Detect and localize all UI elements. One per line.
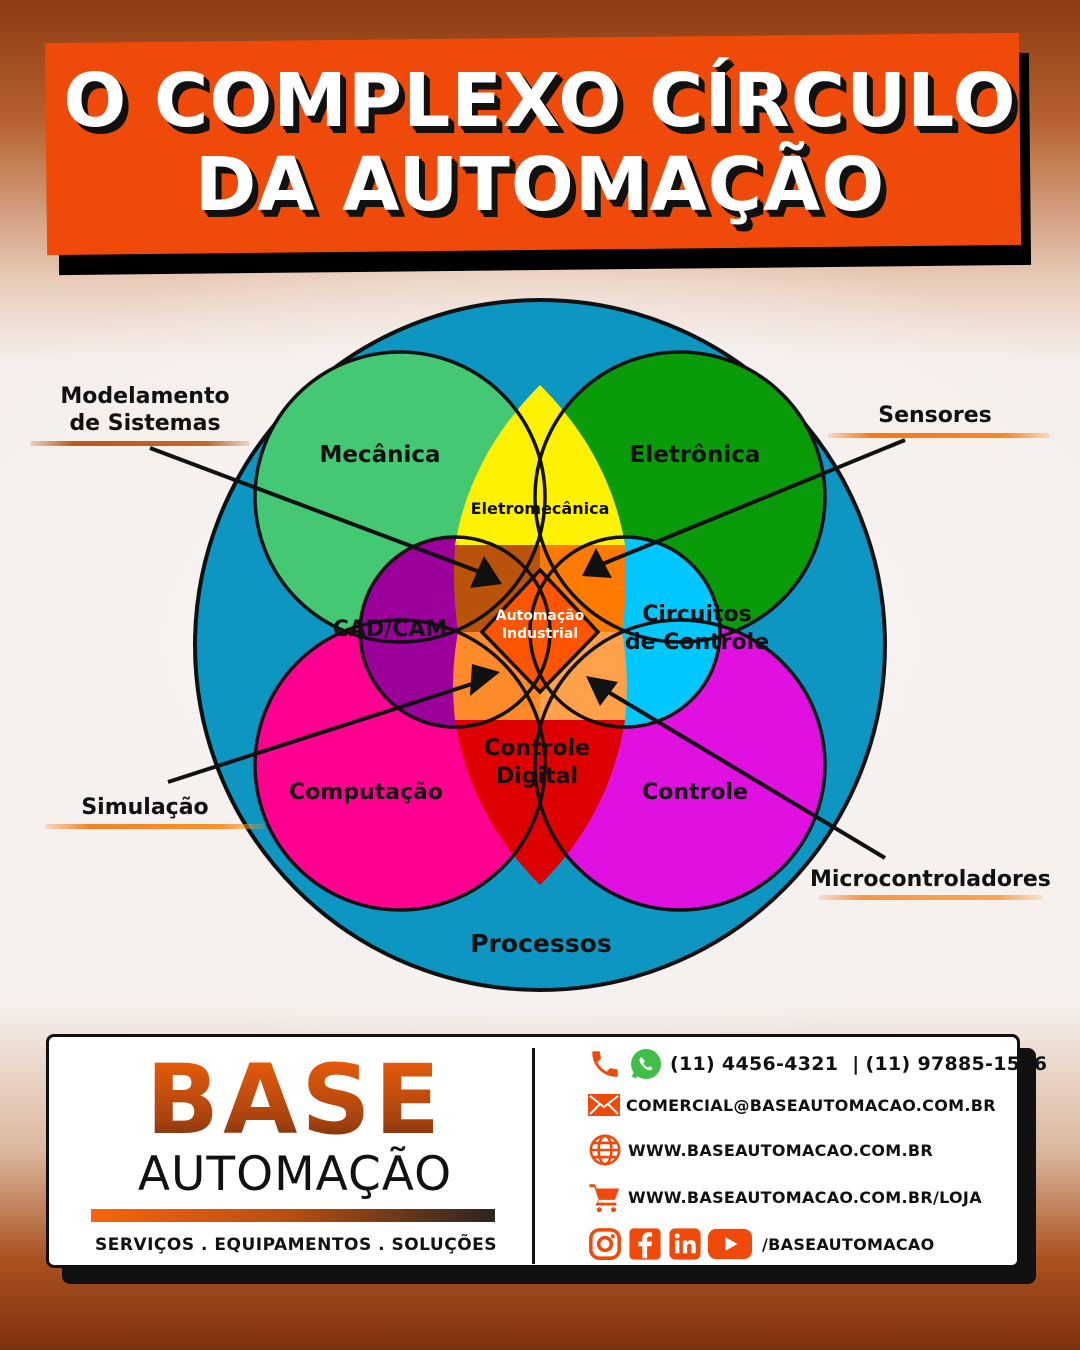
contact-store: WWW.BASEAUTOMACAO.COM.BR/LOJA	[588, 1180, 982, 1214]
label-mecanica: Mecânica	[319, 442, 440, 468]
circle-outlines	[253, 350, 827, 912]
pointer-label-modelamento-line2: de Sistemas	[69, 411, 221, 436]
pointer-line-simulacao	[167, 680, 479, 784]
contact-phone-separator: |	[852, 1053, 860, 1075]
contact-phones: (11) 4456-4321 | (11) 97885-1596	[588, 1046, 1047, 1082]
label-center-line1: Automação	[496, 608, 585, 624]
label-eletronica: Eletrônica	[630, 442, 761, 468]
label-controle: Controle	[642, 780, 748, 805]
brush-stroke-modelamento	[30, 441, 250, 446]
label-controle-digital-line2: Digital	[496, 764, 578, 789]
label-circuitos-line2: de Controle	[625, 630, 769, 655]
region-lower-left-petal	[453, 632, 540, 720]
contact-website: WWW.BASEAUTOMACAO.COM.BR	[588, 1133, 933, 1167]
contact-social: /BASEAUTOMACAO	[588, 1227, 935, 1261]
whatsapp-icon	[631, 1049, 661, 1079]
contact-social-handle[interactable]: /BASEAUTOMACAO	[762, 1234, 935, 1254]
brush-stroke-simulacao	[45, 824, 265, 829]
label-cadcam: CAD/CAM	[333, 617, 448, 642]
linkedin-icon[interactable]	[668, 1227, 702, 1261]
instagram-icon[interactable]	[588, 1227, 622, 1261]
label-eletromecanica: Eletromecânica	[471, 499, 610, 518]
pointer-label-modelamento: Modelamento de Sistemas	[30, 383, 260, 437]
pointer-lines	[149, 438, 906, 860]
contact-website-text[interactable]: WWW.BASEAUTOMACAO.COM.BR	[628, 1140, 933, 1160]
contact-phone-1[interactable]: (11) 4456-4321	[670, 1053, 839, 1075]
arrowhead-microcontroladores	[586, 676, 618, 706]
brush-stroke-microcontroladores	[818, 895, 1043, 900]
brand-tagline: SERVIÇOS . EQUIPAMENTOS . SOLUÇÕES	[95, 1235, 497, 1255]
pointer-label-sensores: Sensores	[878, 403, 992, 428]
contact-store-text[interactable]: WWW.BASEAUTOMACAO.COM.BR/LOJA	[628, 1187, 982, 1207]
label-computacao: Computação	[289, 780, 443, 805]
brand-logo-automacao: AUTOMAÇÃO	[137, 1147, 453, 1202]
label-processos: Processos	[470, 929, 611, 958]
pointer-label-microcontroladores: Microcontroladores	[810, 867, 1051, 892]
cart-icon	[589, 1184, 620, 1213]
arrowhead-modelamento	[470, 556, 502, 588]
arrowhead-sensores	[582, 548, 612, 578]
contact-email-text[interactable]: COMERCIAL@BASEAUTOMACAO.COM.BR	[626, 1095, 996, 1115]
label-controle-digital-line1: Controle	[484, 736, 590, 761]
pointer-line-sensores	[599, 438, 906, 567]
phone-icon	[592, 1051, 618, 1077]
youtube-icon[interactable]	[708, 1228, 752, 1260]
label-circuitos-line1: Circuitos	[642, 602, 752, 627]
facebook-icon[interactable]	[628, 1227, 662, 1261]
footer-divider	[532, 1048, 535, 1264]
contact-phone-2[interactable]: (11) 97885-1596	[865, 1053, 1048, 1075]
page-title-line-2: DA AUTOMAÇÃO	[194, 142, 886, 228]
region-upper-left-petal	[454, 545, 540, 632]
pointer-line-modelamento	[149, 446, 481, 574]
brush-stroke-sensores	[828, 433, 1050, 438]
brand-logo-base: BASE	[95, 1050, 495, 1150]
globe-icon	[589, 1134, 621, 1166]
arrowhead-simulacao	[470, 664, 500, 696]
pointer-label-modelamento-line1: Modelamento	[60, 384, 230, 409]
pointer-line-microcontroladores	[603, 688, 887, 860]
email-icon	[588, 1094, 620, 1116]
pointer-label-simulacao: Simulação	[81, 795, 209, 820]
contact-email: COMERCIAL@BASEAUTOMACAO.COM.BR	[588, 1094, 996, 1116]
label-center-line2: Industrial	[502, 626, 578, 642]
page-title-line-1: O COMPLEXO CÍRCULO	[63, 58, 1017, 144]
brand-gradient-bar	[91, 1209, 495, 1222]
